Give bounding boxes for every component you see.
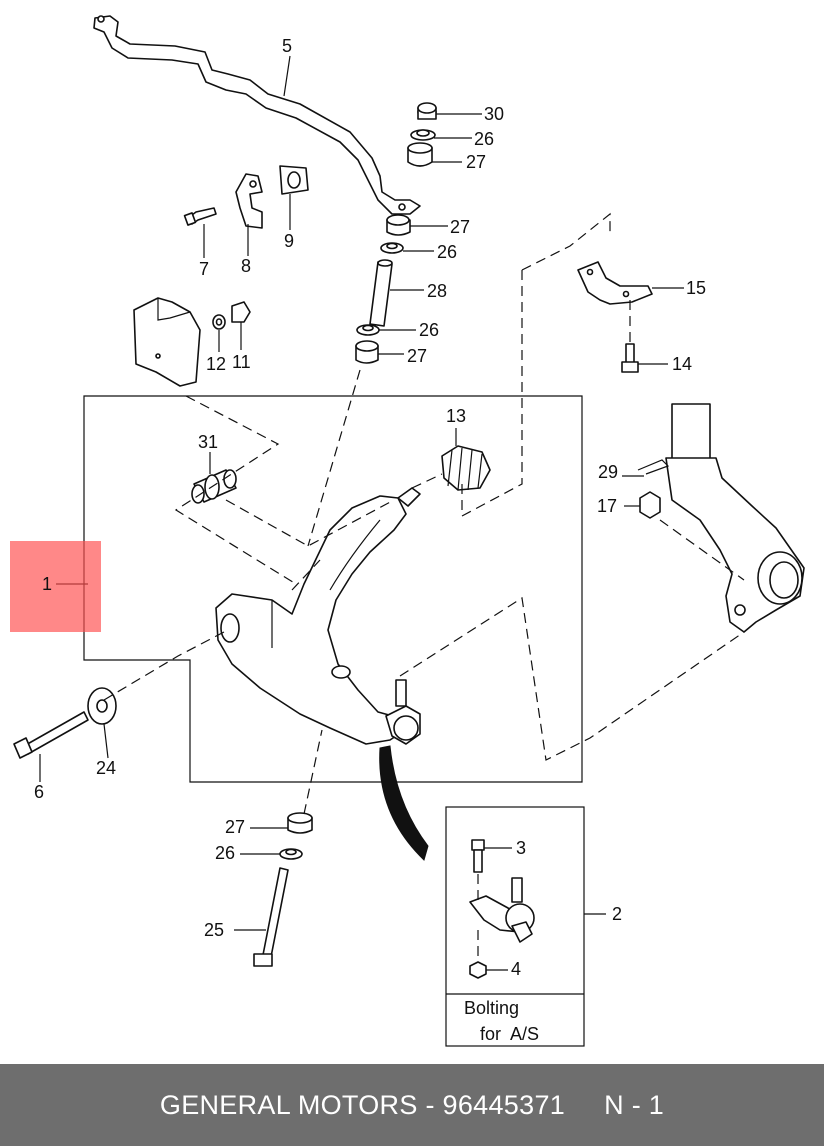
stabilizer-link-stack[interactable] [355, 214, 411, 364]
callout-27-c: 27 [407, 346, 427, 366]
inset-arrow [379, 745, 429, 861]
callout-26-a: 26 [474, 129, 494, 149]
callout-27-a: 27 [466, 152, 486, 172]
bushing-13[interactable] [441, 445, 491, 491]
callout-30: 30 [484, 104, 504, 124]
callout-3: 3 [516, 838, 526, 858]
lower-control-arm[interactable] [215, 487, 421, 745]
ball-joint[interactable] [385, 679, 421, 745]
callout-27-b: 27 [450, 217, 470, 237]
bushing-9[interactable] [279, 165, 309, 195]
exploded-parts-diagram: 5 30 26 27 27 26 28 26 27 7 8 9 12 11 13… [13, 15, 805, 1047]
stabilizer-bar[interactable] [93, 15, 421, 215]
callout-11: 11 [232, 352, 251, 372]
cotter-pin-29[interactable] [637, 459, 670, 475]
callout-2: 2 [612, 904, 622, 924]
bolt-14[interactable] [621, 343, 639, 373]
callout-12: 12 [206, 354, 226, 374]
callout-5: 5 [282, 36, 292, 56]
bracket-15[interactable] [577, 261, 653, 305]
inset-note-line-2: for A/S [480, 1024, 539, 1044]
callout-28: 28 [427, 281, 447, 301]
callout-27-d: 27 [225, 817, 245, 837]
nut-17[interactable] [639, 491, 661, 519]
footer-brand: GENERAL MOTORS [159, 1089, 418, 1120]
callout-labels: 5 30 26 27 27 26 28 26 27 7 8 9 12 11 13… [34, 36, 706, 1044]
lower-bolt-stack[interactable] [253, 812, 313, 967]
callout-26-d: 26 [215, 843, 235, 863]
callout-25: 25 [204, 920, 224, 940]
footer-gap [565, 1090, 604, 1121]
inset-ball-joint[interactable] [469, 877, 535, 943]
guide-lines [103, 212, 745, 962]
callout-15: 15 [686, 278, 706, 298]
leader-lines [39, 55, 684, 971]
callout-24: 24 [96, 758, 116, 778]
footer-part-number: 96445371 [442, 1089, 566, 1120]
footer-separator: - [417, 1089, 443, 1120]
callout-13: 13 [446, 406, 466, 426]
callout-6: 6 [34, 782, 44, 802]
bracket-8[interactable] [235, 173, 263, 229]
footer-page: N - 1 [604, 1089, 665, 1120]
callout-4: 4 [511, 959, 521, 979]
inset-bolt-3[interactable] [471, 839, 485, 873]
callout-7: 7 [199, 259, 209, 279]
inset-frame-box [445, 806, 585, 1047]
bolt-6[interactable] [13, 711, 89, 759]
callout-29: 29 [598, 462, 618, 482]
callout-8: 8 [241, 256, 251, 276]
inset-nut-4[interactable] [469, 961, 487, 979]
washer-24[interactable] [87, 687, 117, 725]
arm-frame-box [83, 395, 583, 783]
callout-31: 31 [198, 432, 218, 452]
steering-knuckle[interactable] [665, 403, 805, 633]
upper-link-hardware[interactable] [407, 102, 437, 167]
mounting-bracket[interactable] [133, 297, 251, 387]
bolt-7[interactable] [183, 207, 217, 226]
callout-26-b: 26 [437, 242, 457, 262]
callout-14: 14 [672, 354, 692, 374]
callout-17: 17 [597, 496, 617, 516]
highlight-callout-1[interactable] [10, 541, 101, 632]
inset-note-line-1: Bolting [464, 998, 519, 1018]
callout-26-c: 26 [419, 320, 439, 340]
callout-9: 9 [284, 231, 294, 251]
footer-bar: GENERAL MOTORS - 96445371 N - 1 [0, 1064, 824, 1146]
